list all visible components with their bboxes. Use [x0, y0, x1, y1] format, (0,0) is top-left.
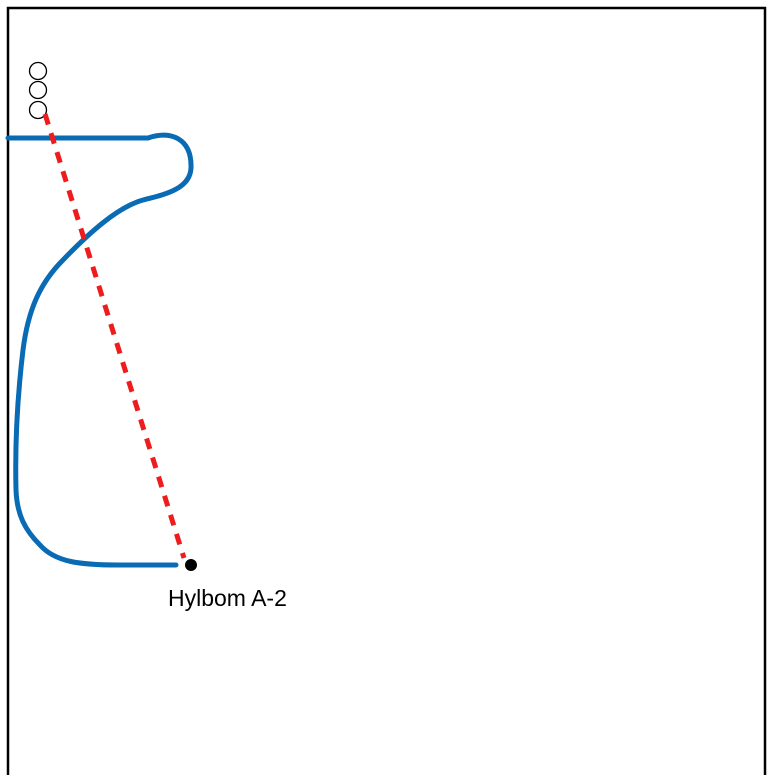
stack-circle-bottom — [28, 100, 48, 120]
point-marker — [185, 559, 197, 571]
stack-circle-top — [28, 61, 48, 81]
direct-line — [42, 113, 187, 559]
point-label: Hylbom A-2 — [168, 585, 287, 611]
route-line — [5, 132, 194, 568]
stack-marker — [28, 61, 48, 120]
frame-border — [6, 6, 767, 775]
stack-circle-middle — [28, 80, 48, 100]
